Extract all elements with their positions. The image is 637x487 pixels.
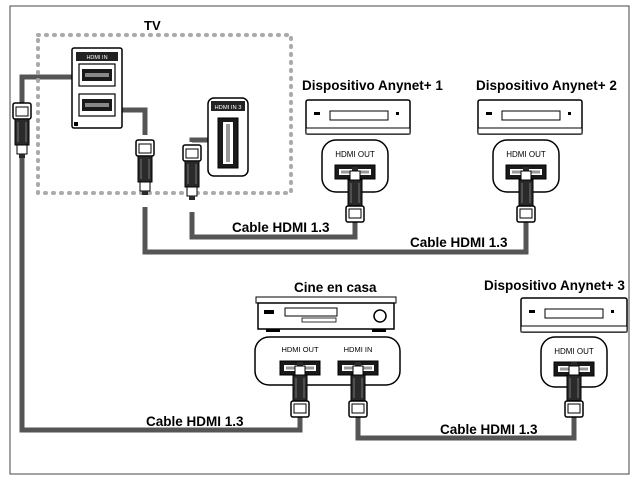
cable-home-theater-to-anynet3 — [355, 400, 577, 441]
anynet3-label: Dispositivo Anynet+ 3 — [484, 278, 625, 293]
anynet-device-1: Dispositivo Anynet+ 1 HDMI OUT — [302, 78, 443, 223]
cable-tv3-to-anynet1-lower — [189, 212, 358, 240]
anynet3-port-label: HDMI OUT — [554, 347, 594, 356]
home-theater-label: Cine en casa — [294, 280, 377, 295]
tv-label: TV — [144, 18, 161, 33]
hdmi-plug — [135, 139, 155, 196]
cable-label-tv-anynet2: Cable HDMI 1.3 — [410, 235, 508, 250]
tv: TV HDMI IN HDMI IN 3 — [36, 18, 293, 195]
tv-hdmi-in3-panel: HDMI IN 3 — [207, 97, 249, 177]
cable-tv-to-anynet2-lower — [142, 207, 529, 255]
cable-tv3-to-anynet1 — [189, 137, 210, 143]
home-theater-in-port-label: HDMI IN — [344, 345, 373, 354]
home-theater: Cine en casa HDMI OUT HDMI IN — [254, 280, 401, 418]
tv-hdmi-in-port-label: HDMI IN — [86, 55, 107, 61]
tv-hdmi-in-panel: HDMI IN — [71, 47, 123, 129]
anynet2-label: Dispositivo Anynet+ 2 — [476, 78, 617, 93]
anynet-device-2: Dispositivo Anynet+ 2 HDMI OUT — [476, 78, 617, 223]
cable-label-home-theater-anynet3: Cable HDMI 1.3 — [440, 422, 538, 437]
diagram-frame — [9, 5, 630, 475]
anynet1-port-label: HDMI OUT — [335, 150, 375, 159]
cable-tv-to-home-theater-lower — [19, 160, 303, 433]
cable-label-tv3-anynet1: Cable HDMI 1.3 — [232, 220, 330, 235]
tv-outline — [36, 33, 293, 195]
anynet1-label: Dispositivo Anynet+ 1 — [302, 78, 443, 93]
anynet2-port-label: HDMI OUT — [506, 150, 546, 159]
home-theater-out-port-label: HDMI OUT — [281, 345, 318, 354]
cable-label-tv-home-theater: Cable HDMI 1.3 — [146, 414, 244, 429]
anynet-device-3: Dispositivo Anynet+ 3 HDMI OUT — [484, 278, 628, 418]
hdmi-plug — [12, 102, 32, 159]
tv-hdmi-in3-port-label: HDMI IN 3 — [214, 105, 241, 111]
